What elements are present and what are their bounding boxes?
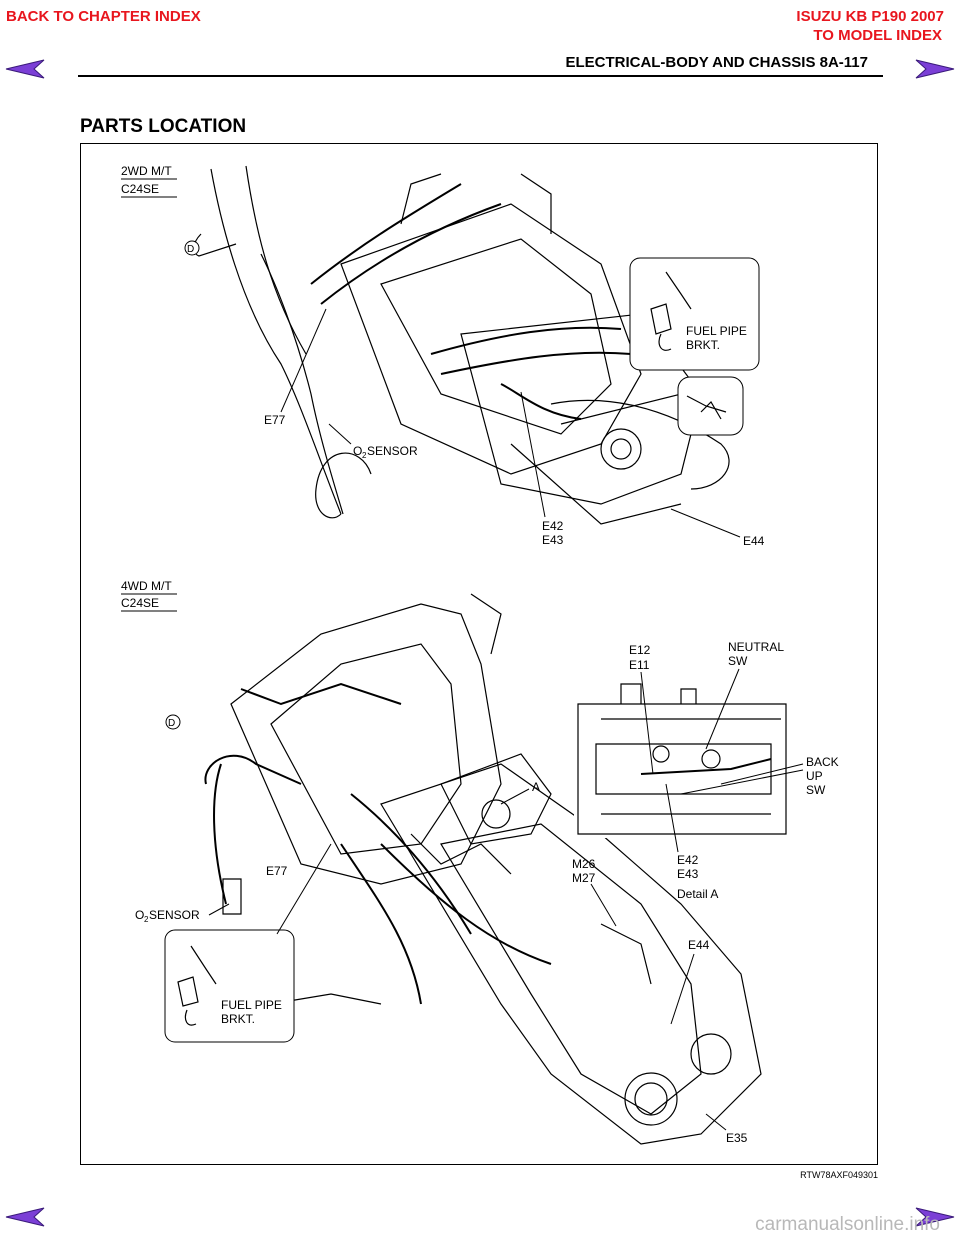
bottom-e11-label: E11 bbox=[629, 658, 650, 672]
next-page-arrow-bottom-icon[interactable] bbox=[914, 1206, 956, 1228]
bottom-backup-label-1: BACK bbox=[806, 755, 839, 769]
bottom-e35-label: E35 bbox=[726, 1131, 748, 1145]
bottom-a-label: A bbox=[532, 780, 540, 794]
top-view-2wd: 2WD M/T C24SE bbox=[121, 164, 765, 548]
top-d-callout-circle bbox=[184, 240, 200, 256]
top-fuel-pipe-label-1: FUEL PIPE bbox=[686, 324, 747, 338]
top-fuel-pipe-inset: FUEL PIPE BRKT. bbox=[629, 257, 760, 371]
top-d-label: D bbox=[187, 244, 194, 255]
top-heading-1: 2WD M/T bbox=[121, 164, 172, 178]
top-transmission-drawing bbox=[193, 165, 730, 525]
page-title: PARTS LOCATION bbox=[80, 116, 247, 137]
bottom-e12-label: E12 bbox=[629, 643, 651, 657]
top-o2-sensor-label: O 2 SENSOR bbox=[353, 444, 418, 460]
top-e77-label: E77 bbox=[264, 413, 286, 427]
top-fuel-pipe-label-2: BRKT. bbox=[686, 338, 720, 352]
bottom-m26-label: M26 bbox=[572, 857, 596, 871]
top-e43-label: E43 bbox=[542, 533, 564, 547]
bottom-d-callout-circle bbox=[165, 714, 181, 730]
bottom-heading-2: C24SE bbox=[121, 596, 159, 610]
figure-code: RTW78AXF049301 bbox=[800, 1170, 878, 1180]
header-rule bbox=[78, 75, 883, 77]
svg-text:SENSOR: SENSOR bbox=[149, 908, 200, 922]
model-title-link[interactable]: ISUZU KB P190 2007 bbox=[796, 8, 944, 25]
parts-location-diagram: 2WD M/T C24SE bbox=[121, 164, 839, 1145]
svg-text:O: O bbox=[353, 444, 362, 458]
bottom-e43-label: E43 bbox=[677, 867, 699, 881]
bottom-e77-label: E77 bbox=[266, 864, 288, 878]
bottom-fuel-pipe-label-2: BRKT. bbox=[221, 1012, 255, 1026]
figure-frame: 2WD M/T C24SE bbox=[80, 143, 878, 1165]
detail-a-caption: Detail A bbox=[677, 887, 718, 901]
bottom-transmission-drawing bbox=[204, 593, 762, 1145]
bottom-e42-label: E42 bbox=[677, 853, 699, 867]
bottom-fuel-pipe-label-1: FUEL PIPE bbox=[221, 998, 282, 1012]
next-page-arrow-icon[interactable] bbox=[914, 58, 956, 80]
detail-a-inset bbox=[574, 683, 790, 838]
bottom-m27-label: M27 bbox=[572, 871, 596, 885]
bottom-fuel-pipe-inset: FUEL PIPE BRKT. bbox=[164, 929, 295, 1043]
svg-text:2: 2 bbox=[144, 915, 149, 924]
bottom-e44-label: E44 bbox=[688, 938, 710, 952]
bottom-o2-sensor-label: O 2 SENSOR bbox=[135, 908, 200, 924]
svg-text:2: 2 bbox=[362, 451, 367, 460]
prev-page-arrow-icon[interactable] bbox=[4, 58, 46, 80]
back-to-chapter-index-link[interactable]: BACK TO CHAPTER INDEX bbox=[6, 8, 201, 25]
top-e44-label: E44 bbox=[743, 534, 765, 548]
bottom-heading-1: 4WD M/T bbox=[121, 579, 172, 593]
bottom-d-label: D bbox=[168, 718, 175, 729]
svg-text:O: O bbox=[135, 908, 144, 922]
svg-text:SENSOR: SENSOR bbox=[367, 444, 418, 458]
top-heading-2: C24SE bbox=[121, 182, 159, 196]
top-connector-inset bbox=[677, 376, 744, 436]
bottom-backup-label-3: SW bbox=[806, 783, 826, 797]
bottom-neutral-label-1: NEUTRAL bbox=[728, 640, 784, 654]
back-to-model-index-link[interactable]: TO MODEL INDEX bbox=[813, 27, 942, 44]
watermark: carmanualsonline.info bbox=[755, 1214, 940, 1235]
bottom-view-4wd: 4WD M/T C24SE bbox=[121, 579, 839, 1145]
bottom-neutral-label-2: SW bbox=[728, 654, 748, 668]
top-e42-label: E42 bbox=[542, 519, 564, 533]
prev-page-arrow-bottom-icon[interactable] bbox=[4, 1206, 46, 1228]
bottom-backup-label-2: UP bbox=[806, 769, 823, 783]
section-header: ELECTRICAL-BODY AND CHASSIS 8A-117 bbox=[565, 54, 868, 71]
